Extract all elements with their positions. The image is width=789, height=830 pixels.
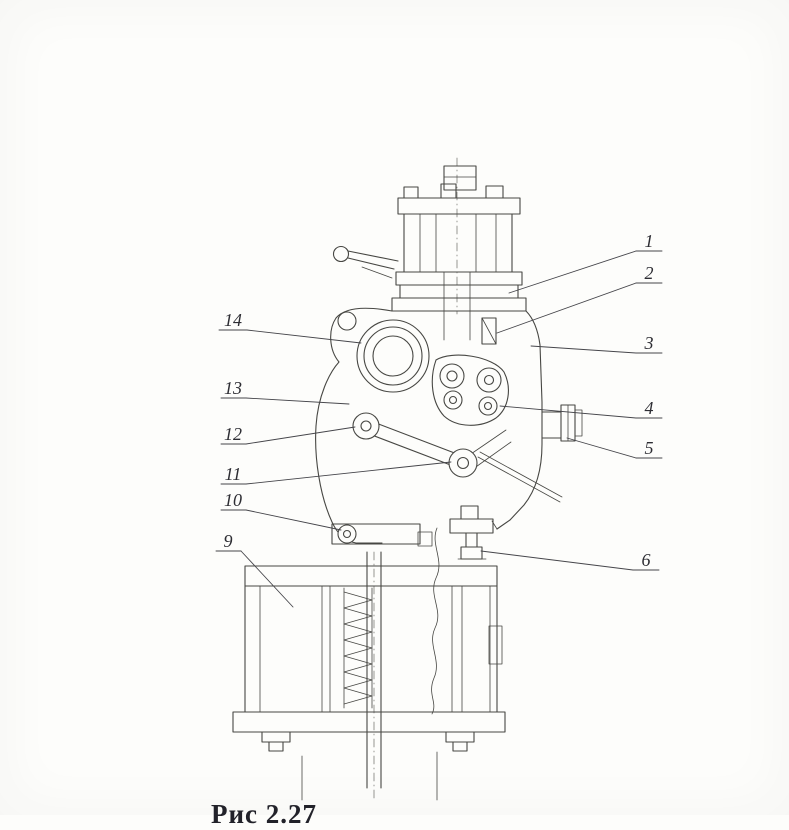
spring-coil <box>343 591 373 705</box>
base-side-fitting <box>488 625 503 665</box>
foot-bolt-nut <box>268 741 284 752</box>
callout-numbers: 1 2 3 4 5 6 9 10 11 12 13 14 <box>224 231 654 570</box>
lower-bar <box>331 523 421 545</box>
base-top-plate <box>244 565 498 587</box>
lever-ball <box>332 245 350 263</box>
adjusting-nut <box>460 546 483 560</box>
leader-5 <box>566 437 637 459</box>
bolt-head <box>460 505 479 520</box>
top-plate <box>397 197 521 215</box>
leader-12 <box>245 426 356 445</box>
callout-11: 11 <box>225 464 242 484</box>
callout-leader-lines <box>215 250 663 608</box>
leader-4 <box>499 405 637 419</box>
leader-13 <box>245 397 350 405</box>
leader-14 <box>246 329 362 344</box>
housing-hole <box>337 311 357 331</box>
leader-9 <box>240 550 294 608</box>
bracket-plate <box>449 518 494 534</box>
flange-plate <box>395 271 523 286</box>
callout-2: 2 <box>645 263 654 283</box>
leader-10 <box>245 509 342 531</box>
bar-pivot <box>337 524 357 544</box>
flange-band <box>399 284 519 299</box>
leader-2 <box>496 282 637 334</box>
foot-bolt <box>261 731 291 743</box>
housing-right-contour <box>496 310 543 530</box>
bolt-head <box>440 183 457 199</box>
leader-6 <box>480 550 634 571</box>
callout-12: 12 <box>224 424 242 444</box>
callout-10: 10 <box>224 490 242 510</box>
connector-tip <box>574 409 583 437</box>
callout-9: 9 <box>224 531 233 551</box>
bolt-head <box>485 185 504 199</box>
top-cap <box>443 165 477 191</box>
pivot-roller <box>352 412 380 440</box>
leader-11 <box>245 461 452 485</box>
callout-13: 13 <box>224 378 242 398</box>
weight-plate <box>431 354 509 426</box>
boss-outer <box>356 319 430 393</box>
foot-bolt <box>445 731 475 743</box>
boss-bore <box>372 335 414 377</box>
housing-top-plate <box>391 297 527 312</box>
base-bottom-plate <box>232 711 506 733</box>
pump-assembly-linework <box>232 157 583 801</box>
callout-5: 5 <box>645 438 654 458</box>
callout-14: 14 <box>224 310 242 330</box>
callout-4: 4 <box>645 398 654 418</box>
leader-3 <box>530 345 637 354</box>
bolt-head <box>403 186 419 199</box>
stop-pin <box>481 317 497 345</box>
pivot-roller <box>448 448 478 478</box>
callout-3: 3 <box>644 333 654 353</box>
break-line <box>431 527 440 715</box>
callout-1: 1 <box>645 231 654 251</box>
housing-left-contour <box>315 307 393 544</box>
foot-bolt-nut <box>452 741 468 752</box>
callout-6: 6 <box>642 550 651 570</box>
leader-1 <box>508 250 637 294</box>
